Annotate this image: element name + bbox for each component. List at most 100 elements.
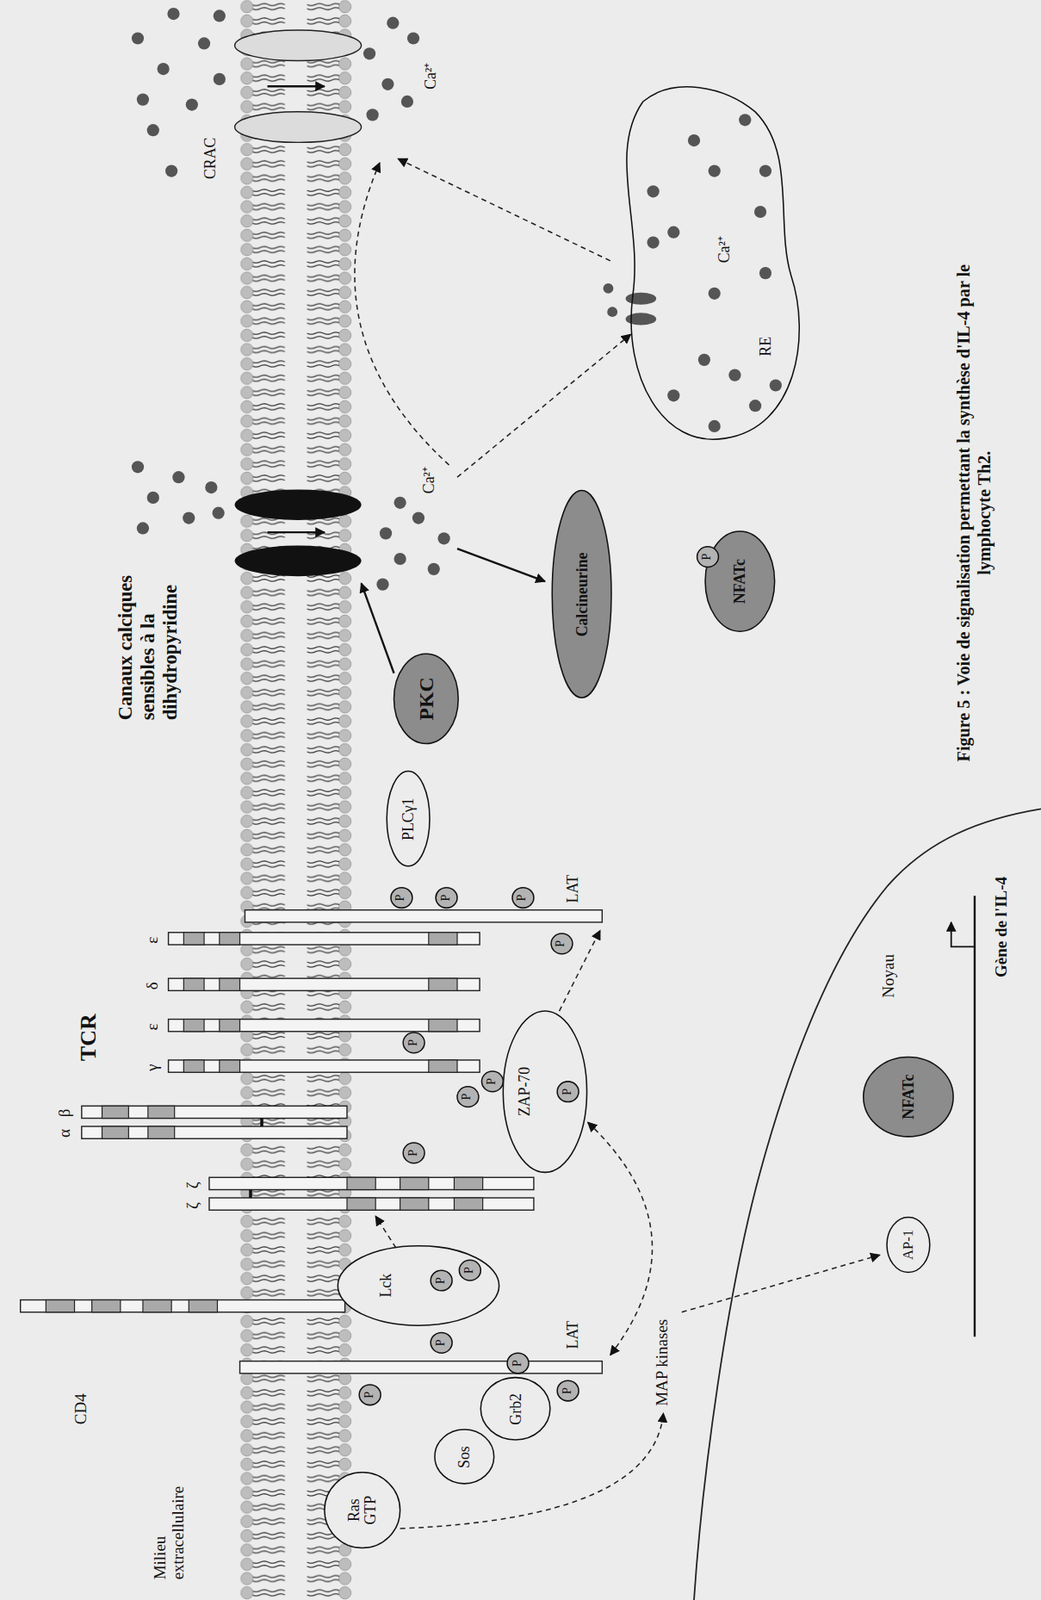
text-holder: Ras GTP [323, 1471, 402, 1550]
chain-label: ζ [183, 1181, 203, 1189]
calcium-ions [136, 521, 149, 534]
node-text: P [406, 1149, 421, 1157]
phosphate-circle: P [455, 1085, 479, 1109]
chain-domains [92, 1300, 121, 1313]
phosphate-circle: P [357, 1383, 381, 1407]
node-text: RE [756, 336, 775, 357]
calcium-ions [212, 507, 225, 520]
chain-label: γ [142, 1064, 162, 1072]
phosphate-circle: P [428, 1331, 453, 1354]
plcg1-ellipse: PLCγ1 [385, 770, 431, 868]
dihydropyridine-channel [235, 545, 362, 577]
phosphate-circle: P [555, 1379, 579, 1402]
node-text: P [510, 1359, 525, 1367]
calcium-ions [379, 526, 392, 540]
chain-domains [219, 978, 241, 991]
text-holder: P [433, 886, 458, 909]
sos-ellipse: Sos [433, 1428, 496, 1485]
text-holder: P [401, 1141, 425, 1165]
receptor-chains [81, 1105, 347, 1118]
promoter-arrow [951, 922, 975, 947]
node-outline [359, 1384, 381, 1406]
solid-signal-arrows [457, 548, 546, 582]
node-outline [511, 887, 533, 909]
calcium-ions [738, 113, 751, 126]
node-text: P [439, 894, 453, 902]
crac-channel [235, 30, 362, 62]
calcium-ions [394, 552, 407, 565]
calcium-ions [769, 378, 782, 391]
node-text: Grb2 [507, 1393, 525, 1426]
calcium-ions [366, 108, 379, 121]
region-label: Noyau [879, 954, 899, 998]
node-outline [550, 933, 572, 955]
text-holder: P [555, 1080, 579, 1103]
dashed-signal-arrows [457, 334, 632, 478]
node-text: P [433, 1338, 448, 1346]
receptor-chains [20, 910, 603, 1374]
phosphate-circle: P [401, 1141, 425, 1165]
node-outline [336, 1245, 501, 1327]
chain-domains [219, 1019, 241, 1032]
chain-domains [45, 1300, 75, 1313]
node-outline [502, 1010, 587, 1172]
calcium-ions [698, 353, 711, 366]
text-holder: P [428, 1269, 453, 1292]
node-outline [430, 1332, 453, 1353]
dashed-signal-arrows [397, 158, 611, 261]
calcium-ions [131, 7, 782, 591]
chain-domains [183, 1019, 205, 1032]
ion-label: Ca²⁺ [420, 466, 438, 494]
zap70-ellipse: ZAP-70P [501, 1010, 589, 1174]
text-holder: Sos [433, 1428, 496, 1485]
node-text: PKC [414, 676, 437, 720]
node-outline [551, 490, 612, 699]
receptor-chains [168, 978, 481, 991]
calcium-ions [376, 578, 389, 591]
chain-domains [102, 1126, 130, 1139]
region-label: Milieu extracellulaire [150, 1467, 189, 1580]
chain-domains [428, 1059, 458, 1072]
dashed-signal-arrows [681, 1254, 880, 1312]
dihydropyridine-channel [235, 489, 362, 521]
text-holder: Calcineurine [551, 489, 613, 700]
text-holder: P [357, 1383, 381, 1407]
node-outline [557, 1380, 579, 1401]
phosphate-circle: P [505, 1351, 529, 1375]
pathway-label: MAP kinases [653, 1319, 673, 1407]
calcium-ions [607, 306, 618, 317]
calcium-ions [759, 164, 772, 177]
node-text: P [406, 1039, 421, 1047]
calcium-ions [708, 420, 721, 433]
protein-label: LAT [563, 1320, 582, 1350]
chain-domains [148, 1126, 175, 1139]
receptor-chains [168, 1019, 481, 1032]
calcium-ions [687, 134, 701, 147]
chain-label: ζ [183, 1202, 203, 1209]
node-text: P [554, 940, 569, 948]
node-text: P [462, 1266, 477, 1274]
chain-label: δ [142, 981, 162, 990]
phosphate-circle: P [389, 886, 413, 909]
lck-ellipse: Lck P P [336, 1245, 501, 1327]
node-text: NFATc [899, 1074, 918, 1120]
calcium-ions [427, 563, 440, 576]
protein-label: CD4 [71, 1393, 91, 1425]
node-text: Lck [377, 1273, 395, 1298]
calcium-ions [394, 496, 407, 509]
chain-domains [148, 1105, 175, 1118]
text-holder: NFATc [704, 530, 776, 633]
calcium-ions [136, 92, 149, 106]
protein-label: LAT [563, 874, 582, 904]
gene-line [973, 895, 976, 1337]
calcium-ions [363, 47, 376, 60]
node-outline [402, 1032, 425, 1054]
reticulum-channel [625, 292, 657, 326]
ap1-ellipse: AP-1 [886, 1215, 931, 1273]
receptor-chains [209, 1177, 534, 1190]
node-outline [480, 1377, 551, 1440]
text-holder: Ca²⁺RE [601, 80, 817, 459]
calcium-ions [167, 7, 180, 20]
channel-label: Canaux calciques sensibles à la dihydrop… [114, 538, 182, 720]
node-text: Ras GTP [345, 1490, 379, 1530]
